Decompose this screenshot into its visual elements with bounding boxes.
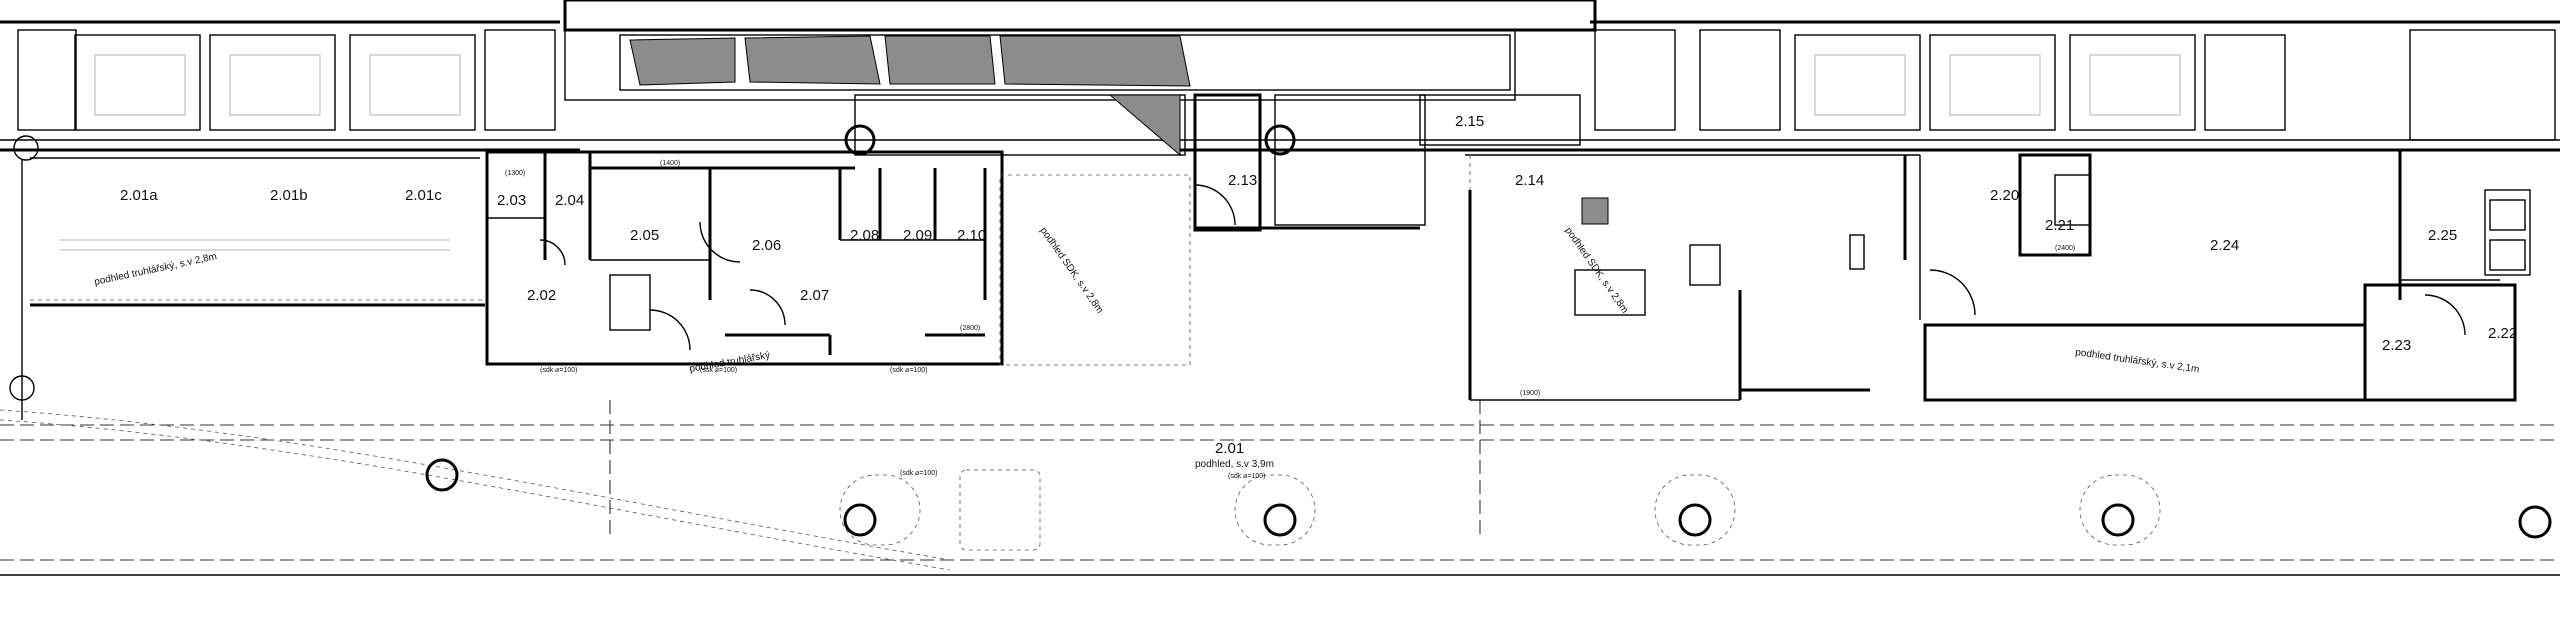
tag-ssk100-a: (ssk ⌀=100) xyxy=(700,367,737,374)
ceiling-note-sdk: podhled SDK, s.v 2,8m xyxy=(1038,225,1106,315)
room-214-block xyxy=(1465,154,1920,401)
column-marker xyxy=(425,458,459,492)
tag-1400: (1400) xyxy=(660,160,680,167)
service-rooms-block xyxy=(485,150,1004,366)
room-label-220: 2.20 xyxy=(1990,187,2019,204)
ceiling-note-main: podhled, s.v 3,9m xyxy=(1195,459,1274,470)
room-label-207: 2.07 xyxy=(800,287,829,304)
tag-1300: (1300) xyxy=(505,170,525,177)
column-marker xyxy=(1263,503,1297,537)
room-label-221: 2.21 xyxy=(2045,217,2074,234)
right-rooms-block xyxy=(1903,150,2531,402)
central-glazed-block xyxy=(563,0,1597,157)
room-label-209: 2.09 xyxy=(903,227,932,244)
room-label-222: 2.22 xyxy=(2488,325,2517,342)
room-label-215: 2.15 xyxy=(1455,113,1484,130)
room-label-202: 2.02 xyxy=(527,287,556,304)
room-label-201c: 2.01c xyxy=(405,187,442,204)
room-213-block xyxy=(999,93,1426,366)
tag-sdk100-b: (sdk ⌀=100) xyxy=(890,367,927,374)
room-label-201: 2.01 xyxy=(1215,440,1244,457)
room-label-224: 2.24 xyxy=(2210,237,2239,254)
column-marker xyxy=(843,503,877,537)
room-label-213: 2.13 xyxy=(1228,172,1257,189)
tag-1900: (1900) xyxy=(1520,390,1540,397)
room-label-208: 2.08 xyxy=(850,227,879,244)
tag-sdk100-a: (sdk ⌀=100) xyxy=(540,367,577,374)
main-hall-201 xyxy=(0,400,2560,576)
tag-2400: (2400) xyxy=(2055,245,2075,252)
room-label-205: 2.05 xyxy=(630,227,659,244)
ceiling-note-left: podhled truhlářský, s.v 2,8m xyxy=(93,251,218,288)
column-marker xyxy=(844,124,876,156)
column-marker xyxy=(2518,505,2552,539)
ceiling-note-right: podhled truhlářský, s.v 2,1m xyxy=(2075,347,2200,375)
room-label-204: 2.04 xyxy=(555,192,584,209)
room-label-214: 2.14 xyxy=(1515,172,1544,189)
top-furniture-band xyxy=(0,20,2560,152)
room-label-203: 2.03 xyxy=(497,192,526,209)
zone-201abc xyxy=(30,157,485,307)
room-label-210: 2.10 xyxy=(957,227,986,244)
room-label-201b: 2.01b xyxy=(270,187,308,204)
room-label-223: 2.23 xyxy=(2382,337,2411,354)
column-marker xyxy=(2101,503,2135,537)
room-label-206: 2.06 xyxy=(752,237,781,254)
tag-2800: (2800) xyxy=(960,325,980,332)
room-label-201a: 2.01a xyxy=(120,187,158,204)
grid-axis-marker xyxy=(13,135,39,161)
column-marker xyxy=(1678,503,1712,537)
room-label-225: 2.25 xyxy=(2428,227,2457,244)
tag-sdk100-c: (sdk ⌀=100) xyxy=(1228,473,1265,480)
tag-sdk100-d: (sdk ⌀=100) xyxy=(900,470,937,477)
